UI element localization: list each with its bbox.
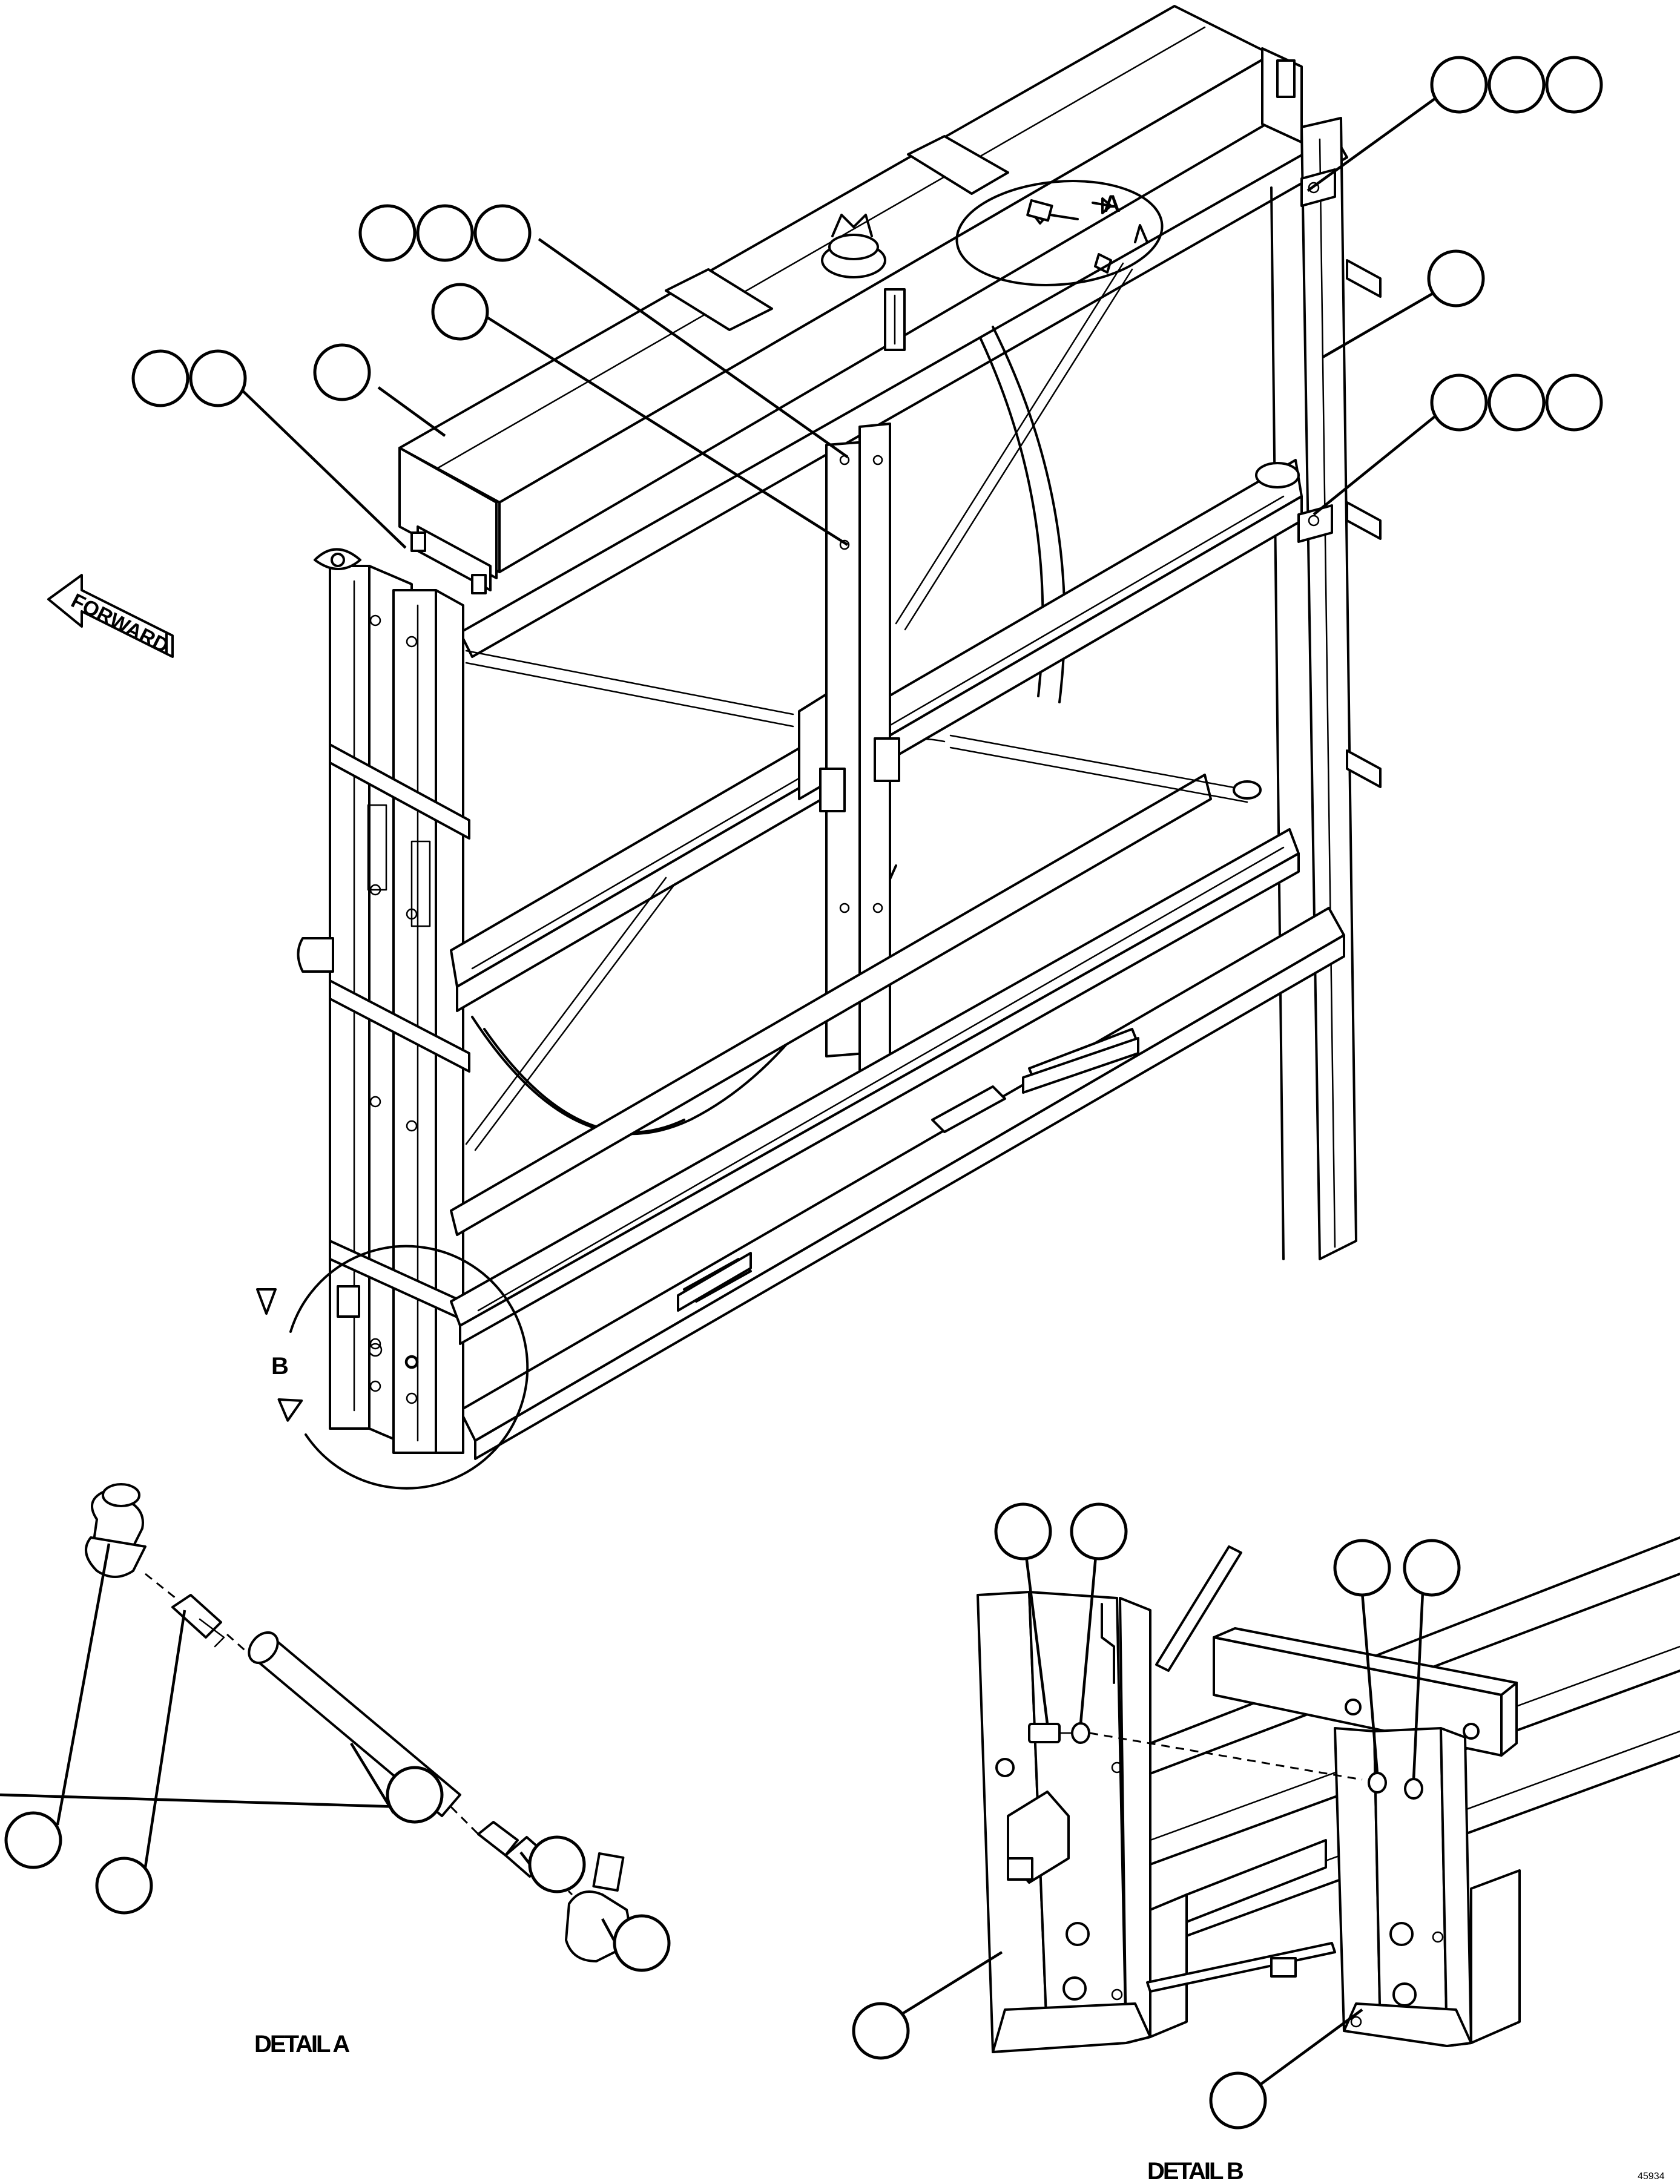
figure-number: 45934 [1638, 2171, 1665, 2182]
callout-circle [1430, 56, 1488, 114]
callout-circle [95, 1857, 153, 1915]
detail-a-view: DETAIL A [0, 1483, 671, 2057]
detail-a-circle: A [955, 180, 1164, 286]
view-marker-a: A [1103, 191, 1121, 217]
right-side-tabs [1297, 168, 1382, 788]
callout-circle [1070, 1502, 1128, 1561]
callout-circle [613, 1914, 671, 1972]
callout-circle [1333, 1539, 1391, 1597]
tank-mount-bracket [398, 447, 498, 594]
detail-b-fasteners [995, 1722, 1444, 2028]
detail-b-view: DETAIL B 45934 [852, 1502, 1680, 2184]
view-marker-b: B [271, 1353, 289, 1380]
callout-circle [131, 349, 189, 407]
callout-circle [994, 1502, 1052, 1561]
callout-circle [1545, 56, 1603, 114]
callout-circle [4, 1811, 62, 1869]
detail-b-circle: B [256, 1245, 529, 1490]
detail-b-title: DETAIL B [1147, 2158, 1244, 2184]
callout-circle [313, 343, 371, 401]
lower-rails [450, 774, 1300, 1345]
forward-label: FORWARD [67, 589, 172, 657]
callout-circle [1427, 249, 1485, 308]
callout-circle [358, 204, 417, 262]
callout-circle [416, 204, 474, 262]
callout-circle [528, 1835, 586, 1893]
callout-circle [386, 1766, 444, 1824]
callout-circle [431, 283, 489, 341]
callout-circle [189, 349, 247, 407]
main-assembly-view: A B FORWARD [47, 5, 1603, 1490]
main-callouts [131, 56, 1603, 549]
callout-circle [1403, 1539, 1461, 1597]
callout-circle [473, 204, 532, 262]
callout-circle [1545, 373, 1603, 432]
callout-circle [1487, 56, 1546, 114]
callout-circle [1209, 2071, 1267, 2130]
diagonal-braces [465, 262, 1262, 1151]
detail-a-title: DETAIL A [254, 2031, 349, 2057]
forward-arrow: FORWARD [47, 574, 174, 658]
top-tank [398, 5, 1303, 573]
callout-circle [1487, 373, 1546, 432]
callout-circle [1430, 373, 1488, 432]
callout-circle [852, 2002, 910, 2060]
center-uprights [819, 423, 900, 1082]
